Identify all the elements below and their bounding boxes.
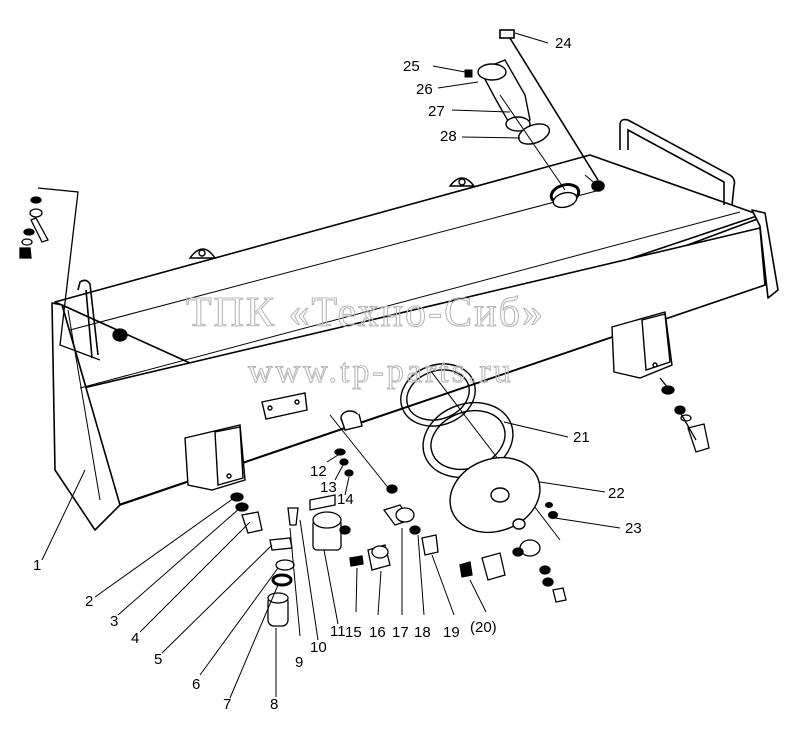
callout-18: 18 [414, 624, 431, 641]
callout-6: 6 [192, 676, 200, 693]
gauge-flange-ring [400, 363, 476, 427]
cover-plate-22 [449, 456, 541, 534]
bolt-25 [464, 69, 473, 78]
callout-8: 8 [270, 696, 278, 713]
callout-15: 15 [345, 624, 362, 641]
callout-25: 25 [403, 58, 420, 75]
mounting-brackets [184, 311, 673, 491]
callout-20: (20) [470, 619, 497, 636]
lifting-eyes [188, 177, 476, 259]
callout-labels: 1 2 3 4 5 6 7 8 9 10 11 12 13 14 15 16 1… [33, 35, 642, 713]
callout-2: 2 [85, 593, 93, 610]
callout-12: 12 [310, 463, 327, 480]
callout-26: 26 [416, 81, 433, 98]
watermark: ТПК «Техно-Сиб» www.tp-parts.ru [185, 289, 545, 390]
fuel-tank-body [51, 154, 779, 531]
left-bolt-set [19, 187, 128, 361]
callout-21: 21 [573, 429, 590, 446]
lower-fittings [230, 377, 710, 627]
callout-19: 19 [443, 624, 460, 641]
watermark-line2: www.tp-parts.ru [248, 353, 514, 390]
callout-24: 24 [555, 35, 572, 52]
callout-5: 5 [154, 651, 162, 668]
callout-7: 7 [223, 696, 231, 713]
callout-28: 28 [440, 128, 457, 145]
tank-handle-right [619, 118, 736, 206]
watermark-line1: ТПК «Техно-Сиб» [186, 290, 545, 336]
callout-11: 11 [330, 623, 346, 640]
callout-10: 10 [310, 639, 327, 656]
filler-neck-assembly [477, 59, 581, 209]
callout-14: 14 [337, 491, 354, 508]
callout-leaders [41, 32, 621, 699]
callout-13: 13 [320, 479, 337, 496]
callout-3: 3 [110, 613, 118, 630]
callout-1: 1 [33, 557, 41, 574]
tank-handle-left [77, 279, 99, 359]
callout-17: 17 [392, 624, 409, 641]
tank-boss [340, 410, 363, 431]
callout-9: 9 [295, 654, 303, 671]
callout-27: 27 [428, 103, 445, 120]
callout-4: 4 [131, 630, 139, 647]
callout-22: 22 [608, 485, 625, 502]
callout-16: 16 [369, 624, 386, 641]
callout-23: 23 [625, 520, 642, 537]
screw-23 [545, 502, 558, 519]
